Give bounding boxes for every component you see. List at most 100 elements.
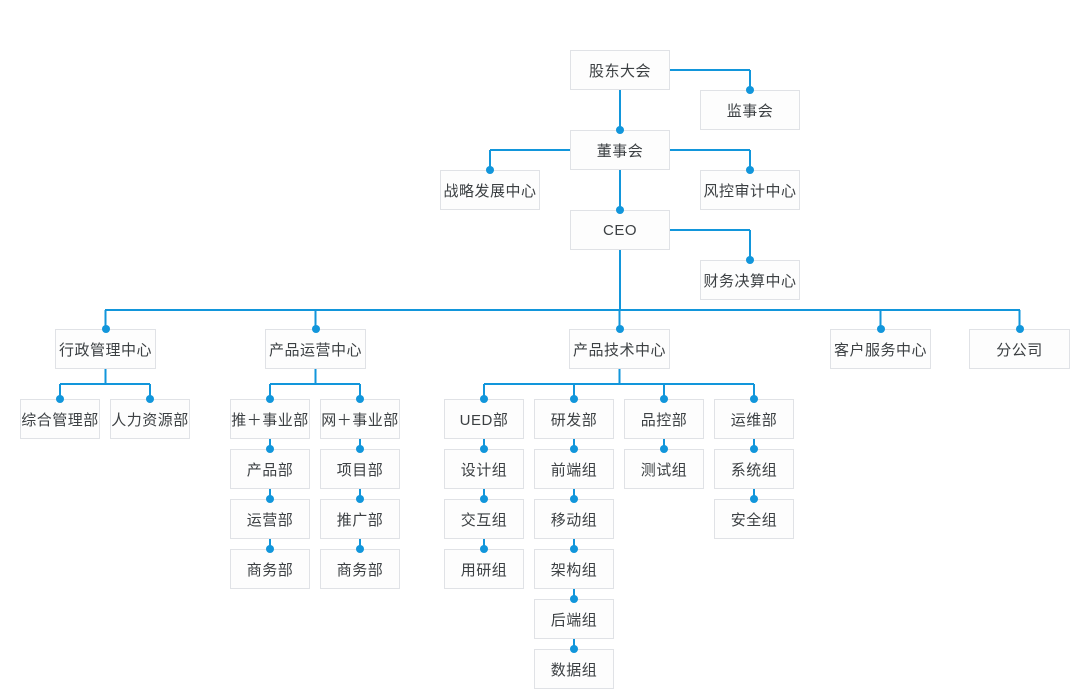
connector-dot [750,395,758,403]
connector-dot [56,395,64,403]
org-node-security-group[interactable]: 安全组 [714,499,794,539]
connector-dot [746,86,754,94]
org-node-label: 数据组 [550,661,598,679]
connector-dot [1015,325,1024,333]
org-node-label: 测试组 [640,461,688,479]
connector-dot [570,645,578,653]
connector-dot [570,395,578,403]
connector-dot [266,395,274,403]
org-node-frontend-group[interactable]: 前端组 [534,449,614,489]
org-node-label: 风控审计中心 [703,182,797,200]
org-node-label: 前端组 [550,461,598,479]
org-node-rd-dept[interactable]: 研发部 [534,399,614,439]
connector-dot [266,445,274,453]
org-node-supervisory[interactable]: 监事会 [700,90,800,130]
org-node-label: 交互组 [460,511,508,529]
org-node-label: 网＋事业部 [321,411,399,429]
connector-dot [750,495,758,503]
connector-dot [660,395,668,403]
org-node-interaction-group[interactable]: 交互组 [444,499,524,539]
org-node-ceo[interactable]: CEO [570,210,670,250]
connector-dot [486,166,494,174]
org-node-label: 商务部 [246,561,294,579]
connector-dot [480,495,488,503]
org-node-promotion-dept[interactable]: 推广部 [320,499,400,539]
org-node-product-ops[interactable]: 产品运营中心 [265,329,366,369]
org-node-system-group[interactable]: 系统组 [714,449,794,489]
org-node-label: 董事会 [596,142,644,160]
org-node-label: 后端组 [550,611,598,629]
org-node-label: 移动组 [550,511,598,529]
connector-dot [570,545,578,553]
org-node-label: CEO [602,221,637,239]
org-node-design-group[interactable]: 设计组 [444,449,524,489]
org-node-testing-group[interactable]: 测试组 [624,449,704,489]
org-node-label: 产品运营中心 [268,341,362,359]
org-node-admin-center[interactable]: 行政管理中心 [55,329,156,369]
org-node-ued-dept[interactable]: UED部 [444,399,524,439]
connector-dot [356,495,364,503]
org-node-label: 商务部 [336,561,384,579]
org-node-backend-group[interactable]: 后端组 [534,599,614,639]
org-node-architecture-group[interactable]: 架构组 [534,549,614,589]
org-node-qa-dept[interactable]: 品控部 [624,399,704,439]
connector-dot [480,395,488,403]
org-node-risk-audit-center[interactable]: 风控审计中心 [700,170,800,210]
org-node-label: 综合管理部 [21,411,99,429]
connector-dot [570,495,578,503]
org-node-label: 股东大会 [588,62,651,80]
connector-dot [266,495,274,503]
org-node-ops-dept[interactable]: 运维部 [714,399,794,439]
org-node-label: 产品部 [246,461,294,479]
connector-dot [750,445,758,453]
connector-dot [570,445,578,453]
connector-dot [660,445,668,453]
connector-dot [616,126,624,134]
org-node-finance-center[interactable]: 财务决算中心 [700,260,800,300]
org-node-wang-bu[interactable]: 网＋事业部 [320,399,400,439]
org-node-label: 财务决算中心 [703,272,797,290]
connector-dot [746,166,754,174]
org-node-label: UED部 [459,411,509,429]
org-node-label: 客户服务中心 [833,341,927,359]
org-node-label: 监事会 [726,102,774,120]
org-node-customer-service[interactable]: 客户服务中心 [830,329,931,369]
connector-dot [146,395,154,403]
org-node-label: 产品技术中心 [572,341,666,359]
org-node-label: 品控部 [640,411,688,429]
org-node-branch-company[interactable]: 分公司 [969,329,1070,369]
connector-dot [356,445,364,453]
org-node-label: 人力资源部 [111,411,189,429]
org-node-hr-dept[interactable]: 人力资源部 [110,399,190,439]
org-node-label: 推＋事业部 [231,411,309,429]
org-node-label: 项目部 [336,461,384,479]
connector-dot [570,595,578,603]
org-node-label: 设计组 [460,461,508,479]
org-node-product-tech[interactable]: 产品技术中心 [569,329,670,369]
org-node-user-research[interactable]: 用研组 [444,549,524,589]
org-node-label: 运营部 [246,511,294,529]
org-node-operations-dept[interactable]: 运营部 [230,499,310,539]
org-node-general-admin[interactable]: 综合管理部 [20,399,100,439]
org-node-label: 架构组 [550,561,598,579]
org-node-shareholders[interactable]: 股东大会 [570,50,670,90]
org-node-product-dept[interactable]: 产品部 [230,449,310,489]
org-node-tui-bu[interactable]: 推＋事业部 [230,399,310,439]
connector-dot [746,256,754,264]
org-node-project-dept[interactable]: 项目部 [320,449,400,489]
org-node-board[interactable]: 董事会 [570,130,670,170]
org-node-label: 用研组 [460,561,508,579]
org-node-business-dept-2[interactable]: 商务部 [320,549,400,589]
connector-dot [616,206,624,214]
connector-dot [356,395,364,403]
connector-dot [356,545,364,553]
connector-dot [311,325,320,333]
org-node-label: 研发部 [550,411,598,429]
org-node-mobile-group[interactable]: 移动组 [534,499,614,539]
connector-dot [266,545,274,553]
org-node-label: 战略发展中心 [443,182,537,200]
org-node-business-dept-1[interactable]: 商务部 [230,549,310,589]
org-node-data-group[interactable]: 数据组 [534,649,614,689]
org-node-strategy-center[interactable]: 战略发展中心 [440,170,540,210]
